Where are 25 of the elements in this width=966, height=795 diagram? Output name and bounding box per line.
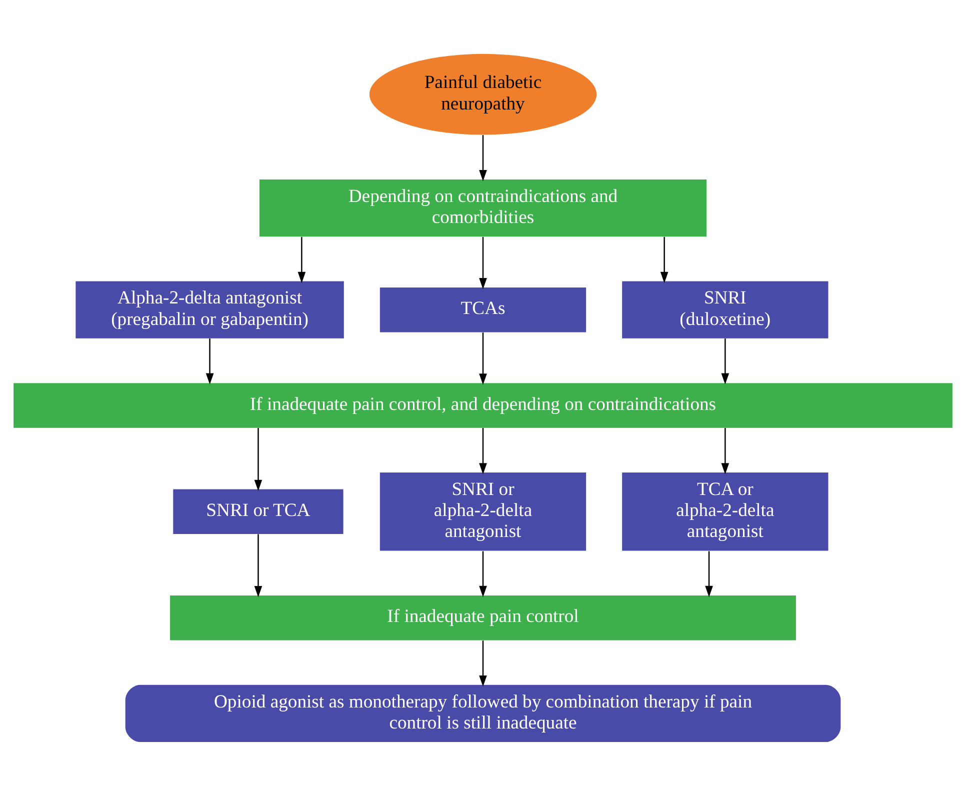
arrow <box>254 428 262 491</box>
arrow <box>479 236 487 289</box>
node-box: Opioid agonist as monotherapy followed by combination therapy if pain control is still inadequate <box>125 684 841 742</box>
arrow <box>479 134 487 181</box>
arrow <box>254 534 262 597</box>
arrow <box>721 428 730 474</box>
arrow <box>298 236 306 283</box>
arrow <box>479 332 487 384</box>
node-box: Alpha-2-delta antagonist (pregabalin or gabapentin) <box>76 280 344 338</box>
node-box: SNRI (duloxetine) <box>622 280 828 338</box>
node-ellipse: Painful diabetic neuropathy <box>369 53 597 134</box>
arrow <box>721 338 730 384</box>
node-box: If inadequate pain control <box>170 595 796 640</box>
node-box: If inadequate pain control, and depending on contraindications <box>14 382 952 428</box>
node-box: Depending on contraindications and comorbidities <box>259 178 707 236</box>
node-box: SNRI or TCA <box>173 488 344 534</box>
node-box: TCAs <box>380 287 586 332</box>
arrow <box>479 550 487 597</box>
arrow <box>479 428 487 474</box>
arrow <box>479 640 487 686</box>
node-box: SNRI or alpha-2-delta antagonist <box>380 472 586 550</box>
arrow <box>660 236 668 283</box>
arrow <box>206 338 214 384</box>
node-box: TCA or alpha-2-delta antagonist <box>622 472 828 550</box>
arrow <box>705 550 713 597</box>
